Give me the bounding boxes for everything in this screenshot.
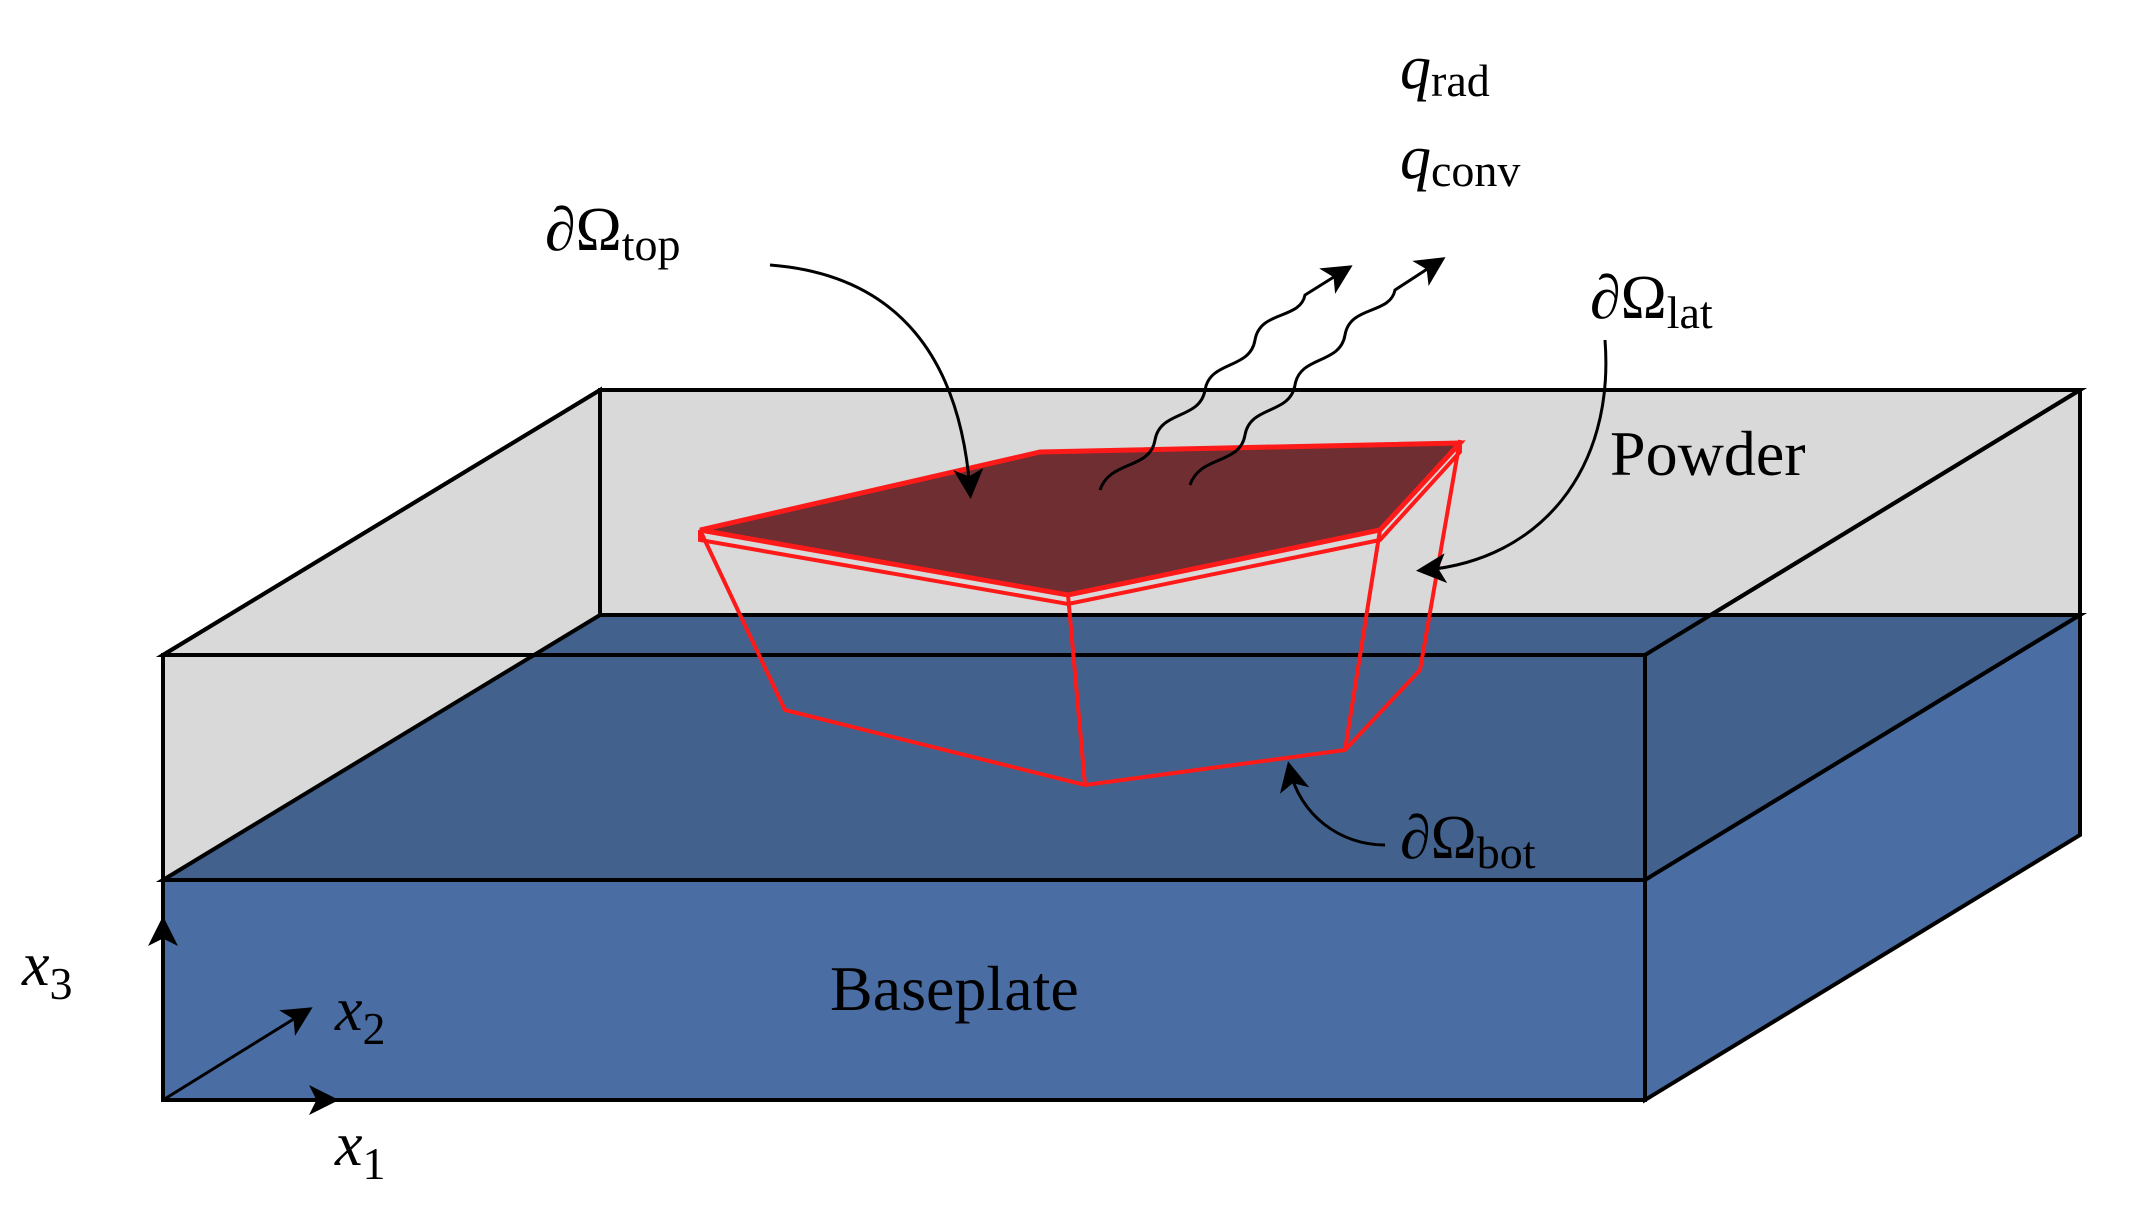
baseplate-label: Baseplate bbox=[830, 953, 1079, 1024]
q-rad-subscript: rad bbox=[1431, 55, 1490, 106]
boundary-lat-subscript: lat bbox=[1667, 287, 1713, 338]
wavy-arrow-icon bbox=[1098, 265, 1353, 491]
powder-right-top-edge bbox=[1643, 388, 2082, 657]
x2-symbol: x bbox=[334, 976, 363, 1044]
arrow-icon bbox=[769, 263, 984, 499]
arrow-icon bbox=[1416, 339, 1608, 584]
arrow-icon bbox=[1279, 761, 1386, 847]
boundary-top-symbol: ∂Ω bbox=[545, 196, 622, 264]
q-conv-label: qconv bbox=[1400, 124, 1520, 196]
boundary-lat-label: ∂Ωlat bbox=[1590, 264, 1713, 338]
q-conv-subscript: conv bbox=[1431, 145, 1520, 196]
x3-label: x3 bbox=[21, 931, 73, 1009]
x1-subscript: 1 bbox=[363, 1138, 386, 1189]
q-rad-symbol: q bbox=[1400, 34, 1431, 102]
boundary-bot-symbol: ∂Ω bbox=[1400, 804, 1477, 872]
part-lateral-edge-front bbox=[1066, 594, 1087, 786]
boundary-top-label: ∂Ωtop bbox=[545, 196, 681, 270]
x3-subscript: 3 bbox=[50, 958, 73, 1009]
q-rad-label: qrad bbox=[1400, 34, 1490, 106]
boundary-bot-label: ∂Ωbot bbox=[1400, 804, 1536, 878]
boundary-bot-subscript: bot bbox=[1477, 827, 1536, 878]
x1-symbol: x bbox=[334, 1111, 363, 1179]
boundary-top-subscript: top bbox=[622, 219, 681, 270]
part-lateral-edge-right bbox=[1343, 529, 1382, 751]
q-conv-symbol: q bbox=[1400, 124, 1431, 192]
part-top-thickness bbox=[698, 443, 1462, 607]
part-top-face bbox=[699, 440, 1466, 598]
wavy-arrow-icon bbox=[1188, 257, 1446, 486]
part-lateral-edges bbox=[698, 439, 1462, 788]
powder-label: Powder bbox=[1610, 418, 1806, 489]
boundary-lat-symbol: ∂Ω bbox=[1590, 264, 1667, 332]
x2-axis-arrow bbox=[162, 1007, 313, 1102]
x2-label: x2 bbox=[334, 976, 386, 1054]
x2-subscript: 2 bbox=[363, 1003, 386, 1054]
x3-symbol: x bbox=[21, 931, 50, 999]
x1-label: x1 bbox=[334, 1111, 386, 1189]
